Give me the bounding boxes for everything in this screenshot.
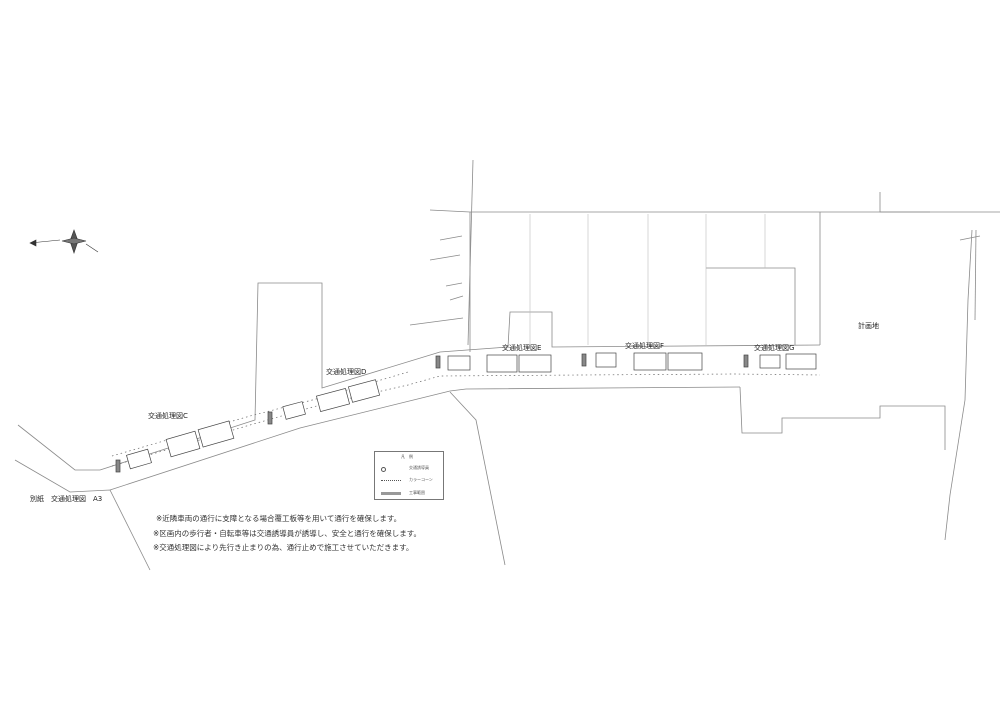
note-2: ※区画内の歩行者・自転車等は交通誘導員が誘導し、安全と通行を確保します。 (153, 529, 422, 538)
legend-item: 交通誘導員 (409, 465, 429, 470)
vehicle-group-g (743, 353, 817, 370)
sheet-label: 別紙 交通処理図 A3 (30, 495, 103, 503)
north-arrow-icon (29, 229, 99, 254)
vehicle-group-e (435, 353, 587, 373)
vehicle-group-d (267, 379, 381, 425)
work-area-icon (381, 492, 401, 495)
site-label: 計画地 (858, 322, 879, 330)
section-label-c: 交通処理図C (148, 412, 188, 420)
vehicle-group-c (115, 420, 235, 473)
cone-line (111, 371, 821, 467)
section-label-g: 交通処理図G (754, 344, 795, 352)
cone-icon (381, 480, 401, 481)
section-label-f: 交通処理図F (625, 342, 665, 350)
legend-item: 工事範囲 (409, 490, 425, 495)
vehicle-group-f (595, 352, 703, 371)
note-1: ※近隣車両の通行に支障となる場合覆工板等を用いて通行を確保します。 (156, 514, 402, 523)
section-label-e: 交通処理図E (502, 344, 542, 352)
legend-box: 凡 例 交通誘導員 カラーコーン 工事範囲 (374, 451, 444, 500)
road-outline (14, 159, 1000, 571)
legend-title: 凡 例 (401, 454, 413, 459)
note-3: ※交通処理図により先行き止まりの為、通行止めで施工させていただきます。 (153, 543, 414, 552)
guard-icon (381, 467, 386, 472)
section-label-d: 交通処理図D (326, 368, 367, 376)
lot-lines (529, 214, 766, 345)
legend-item: カラーコーン (409, 477, 433, 482)
